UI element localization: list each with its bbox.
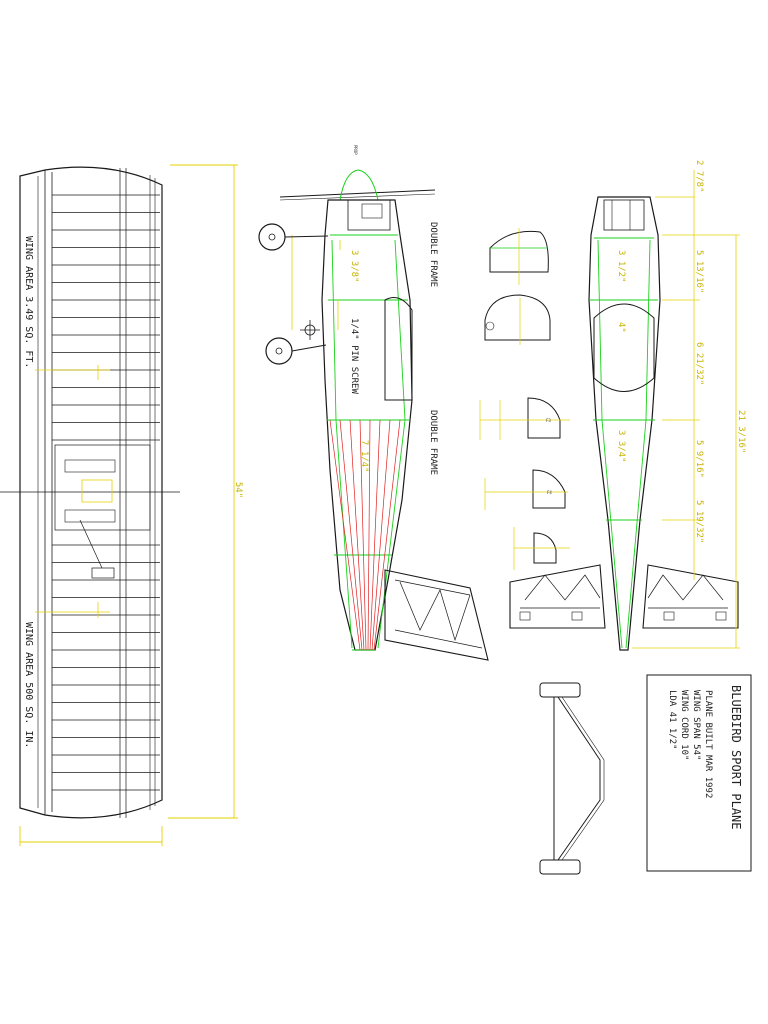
title-text: BLUEBIRD SPORT PLANE — [729, 685, 743, 830]
svg-text:F3: F3 — [546, 418, 551, 423]
former-f4: F4 — [484, 469, 568, 510]
side-dim-2: 7 1/4" — [359, 440, 369, 473]
svg-text:PROP: PROP — [353, 145, 358, 155]
side-label-pin-screw: 1/4" PIN SCREW — [349, 318, 359, 394]
wing-plan: 54" WING AREA 3.49 SQ. FT. WING AREA 500… — [0, 164, 243, 846]
title-line-4: LDA 41 1/2" — [667, 690, 677, 750]
former-f3: F3 — [479, 397, 570, 440]
top-dim-7: 3 1/2" — [616, 250, 626, 283]
wing-area-sqft: WING AREA 3.49 SQ. FT. — [23, 236, 34, 368]
top-dim-6: 21 3/16" — [736, 410, 746, 453]
title-line-1: PLANE BUILT MAR 1992 — [703, 690, 713, 798]
top-dim-1: 2 7/8" — [694, 160, 704, 193]
wheel-rear — [265, 337, 327, 365]
former-f5 — [513, 527, 570, 570]
wheel-front — [258, 223, 329, 251]
svg-text:F4: F4 — [547, 490, 552, 495]
former-f1 — [489, 228, 549, 285]
fuselage-side-view: PROP 3 3/8" 7 1/4" — [258, 145, 489, 661]
side-label-double-frame-1: DOUBLE FRAME — [428, 222, 438, 287]
wing-span-dim: 54" — [233, 482, 243, 498]
top-dim-9: 3 3/4" — [616, 430, 626, 463]
former-f2 — [484, 294, 551, 345]
top-dim-8: 4" — [616, 322, 626, 333]
fuselage-top-view: 2 7/8" 5 13/16" 6 21/32" 5 9/16" 5 19/32… — [509, 160, 746, 651]
top-dim-4: 5 9/16" — [694, 440, 704, 478]
top-dim-5: 5 19/32" — [694, 500, 704, 543]
side-label-double-frame-2: DOUBLE FRAME — [428, 410, 438, 475]
title-block: BLUEBIRD SPORT PLANE PLANE BUILT MAR 199… — [646, 674, 752, 872]
side-dim-1: 3 3/8" — [349, 250, 359, 283]
top-dim-3: 6 21/32" — [694, 342, 704, 385]
title-line-3: WING CORD 10" — [679, 690, 689, 760]
wing-area-sqin: WING AREA 500 SQ. IN. — [23, 622, 34, 748]
title-line-2: WING SPAN 54" — [691, 690, 701, 760]
formers: F3 F4 — [479, 228, 570, 570]
top-dim-2: 5 13/16" — [694, 250, 704, 293]
landing-gear — [539, 682, 605, 875]
